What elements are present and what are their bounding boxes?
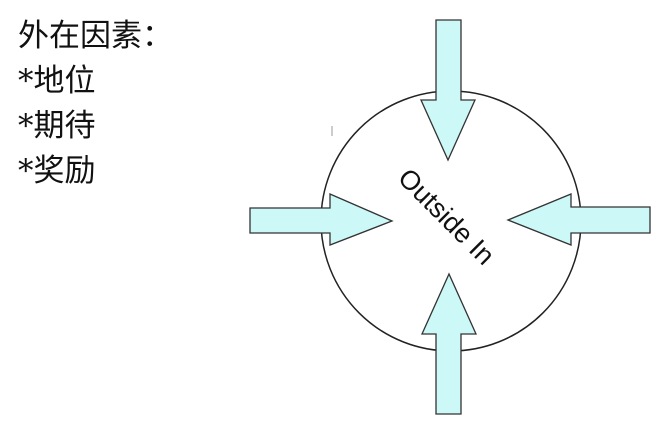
factor-item-expectation: *期待 (18, 108, 96, 144)
factor-item-reward: *奖励 (18, 153, 96, 189)
arrow-from-top (419, 19, 477, 162)
factors-heading: 外在因素： (18, 18, 173, 54)
external-factors-list: 外在因素： *地位 *期待 *奖励 (18, 14, 173, 194)
arrow-from-right (506, 193, 651, 246)
arrow-from-bottom (420, 272, 478, 415)
arrow-from-left (249, 193, 394, 246)
factor-item-status: *地位 (18, 63, 96, 99)
